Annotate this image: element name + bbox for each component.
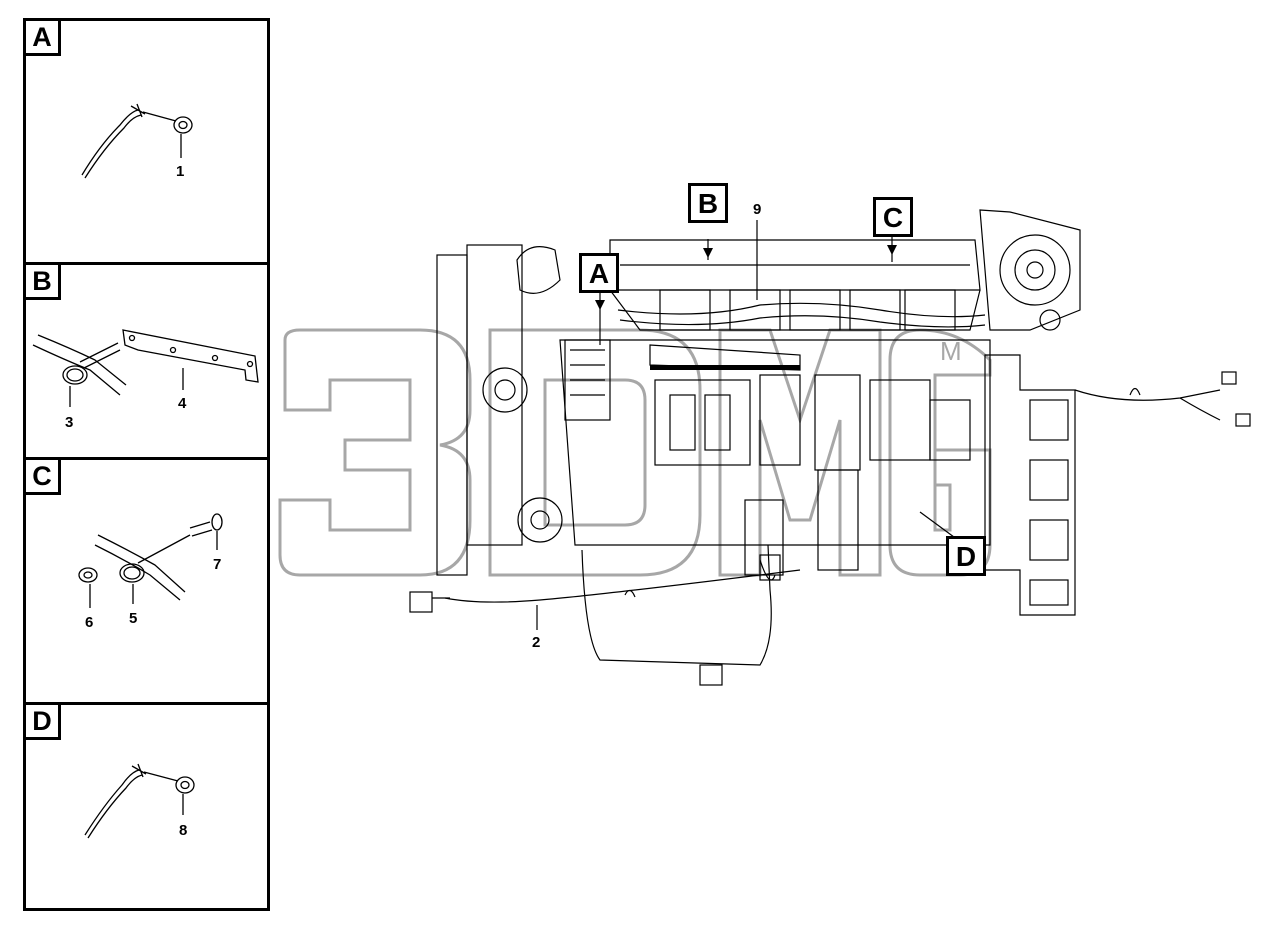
- callout-a: A: [579, 253, 619, 293]
- part-number-8: 8: [179, 822, 188, 839]
- part-number-5: 5: [129, 610, 138, 627]
- callout-arrowheads: [595, 245, 897, 310]
- callout-c: C: [873, 197, 913, 237]
- detail-panel-d: D: [23, 702, 270, 911]
- engine-assembly: [409, 209, 1251, 686]
- part-number-2: 2: [532, 634, 541, 651]
- part-number-6: 6: [85, 614, 94, 631]
- callout-b: B: [688, 183, 728, 223]
- callout-d: D: [946, 536, 986, 576]
- panel-tag-c: C: [23, 457, 61, 495]
- detail-panel-b: B: [23, 262, 270, 460]
- panel-tag-d: D: [23, 702, 61, 740]
- watermark: M: [278, 328, 992, 577]
- panel-tag-b: B: [23, 262, 61, 300]
- detail-panel-c: C: [23, 457, 270, 705]
- detail-panel-a: A: [23, 18, 270, 265]
- panel-tag-a: A: [23, 18, 61, 56]
- part-number-1: 1: [176, 163, 185, 180]
- svg-text:M: M: [940, 336, 962, 366]
- part-number-3: 3: [65, 414, 74, 431]
- part-number-7: 7: [213, 556, 222, 573]
- part-number-4: 4: [178, 395, 187, 412]
- part-number-9: 9: [753, 201, 762, 218]
